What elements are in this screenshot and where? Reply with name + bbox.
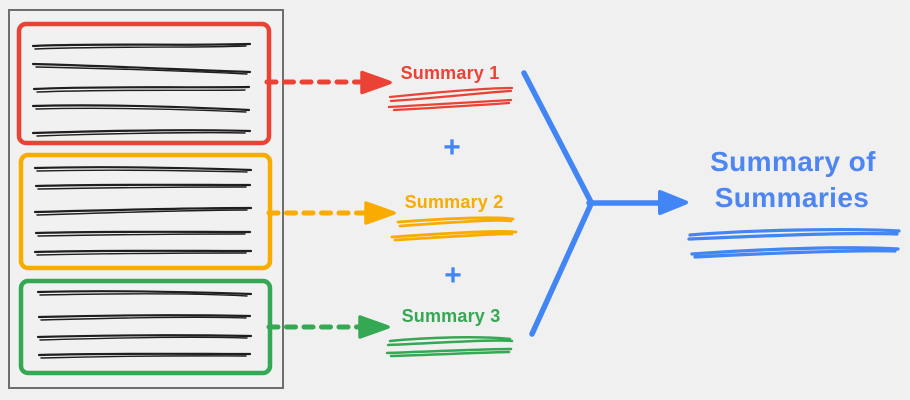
arrowhead-icon bbox=[658, 190, 688, 215]
result-scribbles bbox=[687, 227, 901, 259]
summary-3-label: Summary 3 bbox=[402, 306, 501, 326]
section-3-text-scribbles bbox=[36, 290, 253, 359]
summary-2-scribbles bbox=[390, 216, 518, 242]
section-1-text-scribbles bbox=[31, 42, 252, 137]
arrow-section1-to-summary1 bbox=[264, 70, 392, 95]
arrowhead-icon bbox=[364, 201, 396, 225]
plus-sign-2: + bbox=[444, 259, 462, 292]
arrow-section3-to-summary3 bbox=[266, 315, 390, 339]
summary-1-label: Summary 1 bbox=[401, 63, 500, 83]
arrow-section2-to-summary2 bbox=[266, 201, 396, 225]
arrowhead-icon bbox=[360, 70, 392, 95]
result-title-line2: Summaries bbox=[715, 182, 870, 213]
section-2-text-scribbles bbox=[33, 166, 253, 256]
merge-branch-top bbox=[521, 70, 594, 205]
summary-3-scribbles bbox=[385, 336, 514, 358]
merge-branch-bottom bbox=[529, 201, 594, 337]
plus-sign-1: + bbox=[443, 131, 461, 164]
result-title-line1: Summary of bbox=[710, 146, 876, 177]
merge-connector-arrow bbox=[521, 70, 688, 337]
arrowhead-icon bbox=[358, 315, 390, 339]
summary-2-label: Summary 2 bbox=[405, 192, 504, 212]
summary-1-scribbles bbox=[387, 86, 514, 112]
